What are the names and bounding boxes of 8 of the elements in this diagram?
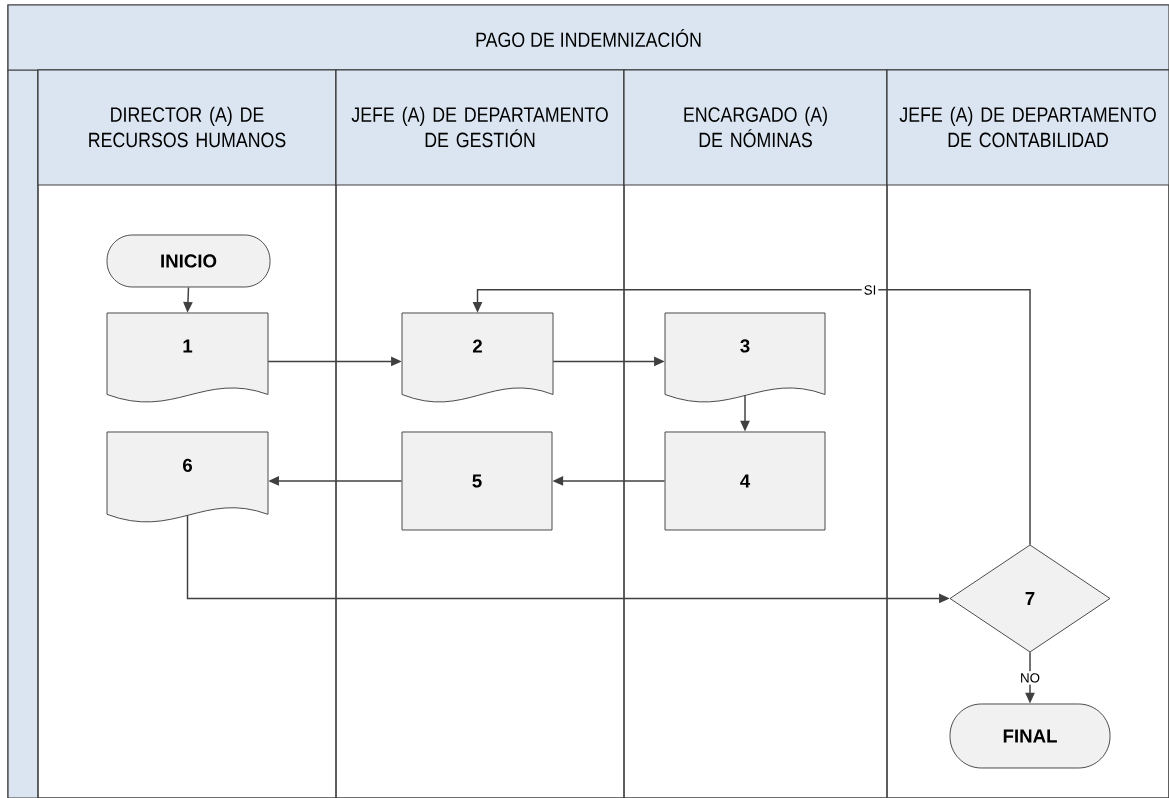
lane-header: JEFE (A) DE DEPARTAMENTO DE CONTABILIDAD <box>886 69 1169 186</box>
lane-header: ENCARGADO (A) DE NÓMINAS <box>623 69 888 186</box>
edge-label: SI <box>861 283 879 297</box>
process-box: 5 <box>401 431 553 531</box>
lane-header: DIRECTOR (A) DE RECURSOS HUMANOS <box>37 69 337 186</box>
edge-label: NO <box>1018 671 1042 685</box>
process-box: 4 <box>664 431 826 531</box>
lane-header: JEFE (A) DE DEPARTAMENTO DE GESTIÓN <box>335 69 625 186</box>
